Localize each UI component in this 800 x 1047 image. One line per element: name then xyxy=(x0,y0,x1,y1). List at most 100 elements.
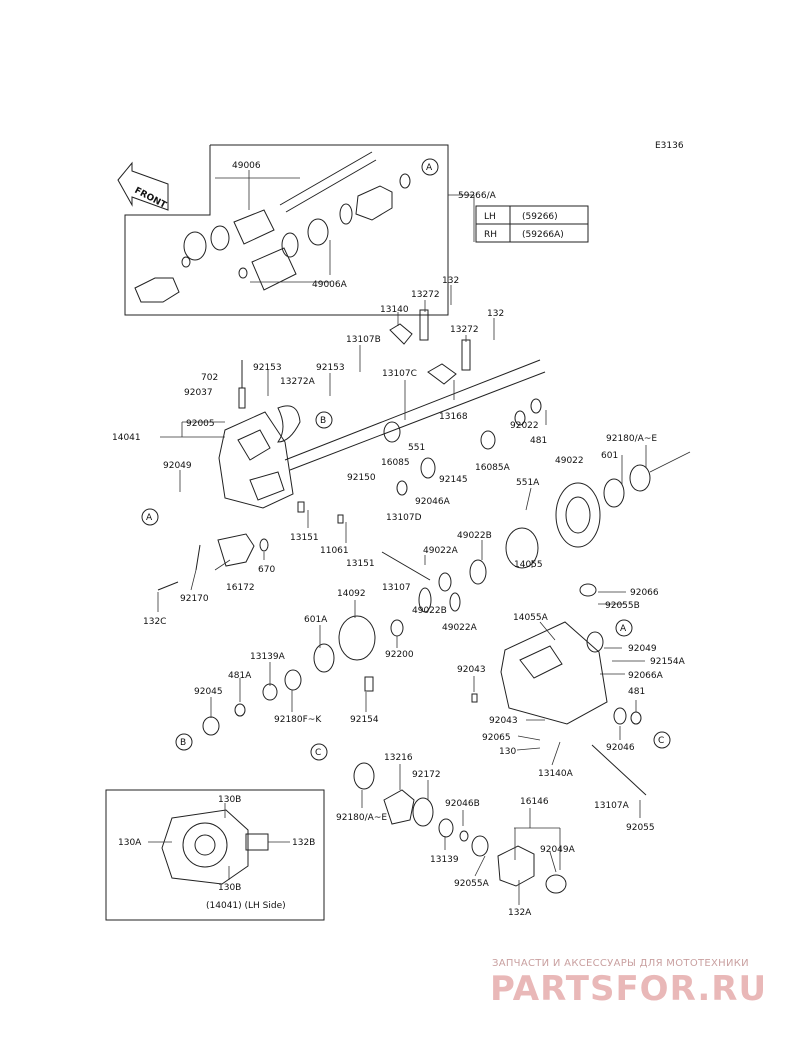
part-label: 92145 xyxy=(439,475,468,485)
watermark-tagline: ЗАПЧАСТИ И АКСЕССУАРЫ ДЛЯ МОТОТЕХНИКИ xyxy=(492,958,749,969)
part-label: 92150 xyxy=(347,473,376,483)
callout-label: B xyxy=(180,738,186,748)
part-label: 49022A xyxy=(423,546,459,556)
part-label: 13107B xyxy=(346,335,381,345)
callout-circle xyxy=(653,731,671,749)
table-rh-side: RH xyxy=(484,230,497,240)
part-label: 14092 xyxy=(337,589,366,599)
part-label: 702 xyxy=(201,373,218,383)
part-label: 13140 xyxy=(380,305,409,315)
ring-gear-set xyxy=(438,451,691,592)
part-label: 132 xyxy=(487,309,504,319)
inset-housing-drawing xyxy=(161,809,269,885)
callout-circle xyxy=(175,733,193,751)
part-label: 92049 xyxy=(163,461,192,471)
part-label: 92049 xyxy=(628,644,657,654)
part-label: 601 xyxy=(601,451,618,461)
callout-circle xyxy=(310,743,328,761)
part-label: 92065 xyxy=(482,733,511,743)
part-label: 481 xyxy=(628,687,645,697)
part-label: 92153 xyxy=(316,363,345,373)
part-label: 551 xyxy=(408,443,425,453)
part-label: 14055A xyxy=(513,613,549,623)
part-label: 92022 xyxy=(510,421,539,431)
callout-label: C xyxy=(315,748,321,758)
inset-caption: (14041) (LH Side) xyxy=(206,901,286,911)
part-label: 132B xyxy=(292,838,315,848)
callout-label: B xyxy=(320,416,326,426)
part-label: 49006 xyxy=(232,161,261,171)
callout-circle xyxy=(615,619,633,637)
callout-label: A xyxy=(426,163,433,173)
drive-shaft-group-frame xyxy=(124,144,449,316)
differential-group xyxy=(353,762,567,894)
part-label: 92200 xyxy=(385,650,414,660)
part-label: 132A xyxy=(508,908,532,918)
part-label: 13107D xyxy=(386,513,422,523)
part-label: 13139A xyxy=(250,652,286,662)
side-code-table: LH (59266) RH (59266A) xyxy=(475,205,589,243)
part-label: 13272A xyxy=(280,377,316,387)
part-label: 551A xyxy=(516,478,540,488)
part-label: 92180F~K xyxy=(274,715,322,725)
part-label: 92180/A~E xyxy=(336,813,387,823)
part-label: 13272 xyxy=(411,290,440,300)
part-label: 49022 xyxy=(555,456,584,466)
part-label: 92154A xyxy=(650,657,686,667)
part-label: 92055 xyxy=(626,823,655,833)
part-label: 130B xyxy=(218,795,241,805)
part-label: 130B xyxy=(218,883,241,893)
part-label: 13272 xyxy=(450,325,479,335)
watermark-logo: PARTSFOR.RU xyxy=(490,969,767,1009)
part-label: 92005 xyxy=(186,419,215,429)
part-label: 49022B xyxy=(412,606,447,616)
part-label: 92153 xyxy=(253,363,282,373)
part-label: 13107A xyxy=(594,801,630,811)
part-label: 11061 xyxy=(320,546,349,556)
part-label: 13139 xyxy=(430,855,459,865)
table-lh-side: LH xyxy=(484,212,496,222)
part-label: 92055A xyxy=(454,879,490,889)
part-label: 92154 xyxy=(350,715,379,725)
part-label: 92066 xyxy=(630,588,659,598)
front-label: FRONT xyxy=(133,186,169,211)
part-label: 16085A xyxy=(475,463,511,473)
part-label: 92045 xyxy=(194,687,223,697)
part-label: 481A xyxy=(228,671,252,681)
callout-circle xyxy=(315,411,333,429)
part-number-labels: 49006 59266/A 49006A 132 13272 13140 132… xyxy=(112,161,686,918)
part-label: 92172 xyxy=(412,770,441,780)
callout-circle xyxy=(421,158,439,176)
table-rh-code: (59266A) xyxy=(522,230,564,240)
rear-housing xyxy=(471,583,647,796)
part-label: 92046A xyxy=(415,497,451,507)
callout-label: A xyxy=(146,513,153,523)
part-label: 49022A xyxy=(442,623,478,633)
callout-circle xyxy=(141,508,159,526)
leader-lines xyxy=(148,170,647,905)
part-label: 601A xyxy=(304,615,328,625)
part-label: 130 xyxy=(499,747,516,757)
part-label: 92046B xyxy=(445,799,480,809)
part-label: 13107C xyxy=(382,369,417,379)
shift-shaft-parts xyxy=(238,309,542,496)
part-label: 49022B xyxy=(457,531,492,541)
part-label: 13107 xyxy=(382,583,411,593)
part-label: 13216 xyxy=(384,753,413,763)
drive-shaft-assembly xyxy=(134,151,411,303)
front-arrow-icon: FRONT xyxy=(117,161,169,211)
part-label: 130A xyxy=(118,838,142,848)
part-label: 92043 xyxy=(457,665,486,675)
part-label: 132C xyxy=(143,617,166,627)
part-label: 59266/A xyxy=(458,191,497,201)
part-label: 92180/A~E xyxy=(606,434,657,444)
part-label: 13151 xyxy=(290,533,319,543)
pinion-group xyxy=(202,551,461,736)
main-housing xyxy=(218,359,546,509)
part-label: 14041 xyxy=(112,433,141,443)
inset-frame xyxy=(105,789,325,921)
part-label: 16172 xyxy=(226,583,255,593)
part-label: 49006A xyxy=(312,280,348,290)
